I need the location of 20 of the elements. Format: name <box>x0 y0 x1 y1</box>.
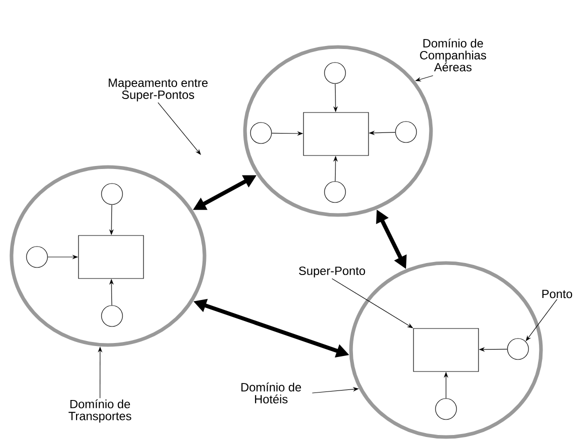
point-circle <box>250 122 272 144</box>
point-circle <box>507 338 529 360</box>
point-circle <box>324 181 346 203</box>
point-circle <box>435 398 457 420</box>
annotation-label: Domínio de Companhias Aéreas <box>420 38 486 72</box>
leader-line <box>158 102 201 155</box>
super-point-box <box>303 112 369 156</box>
point-circle <box>26 246 48 268</box>
domain-circle <box>10 165 206 347</box>
point-circle <box>101 183 123 205</box>
annotation-label: Mapeamento entre Super-Pontos <box>108 78 208 102</box>
point-circle <box>324 62 346 84</box>
annotation-label: Domínio de Transportes <box>68 399 132 423</box>
annotation-label: Ponto <box>542 290 572 298</box>
super-point-box <box>413 328 479 372</box>
point-circle <box>395 121 417 143</box>
annotation-label: Domínio de Hotéis <box>241 382 302 404</box>
annotation-label: Super-Ponto <box>299 266 366 278</box>
point-circle <box>101 305 123 327</box>
super-point-box <box>78 235 144 279</box>
